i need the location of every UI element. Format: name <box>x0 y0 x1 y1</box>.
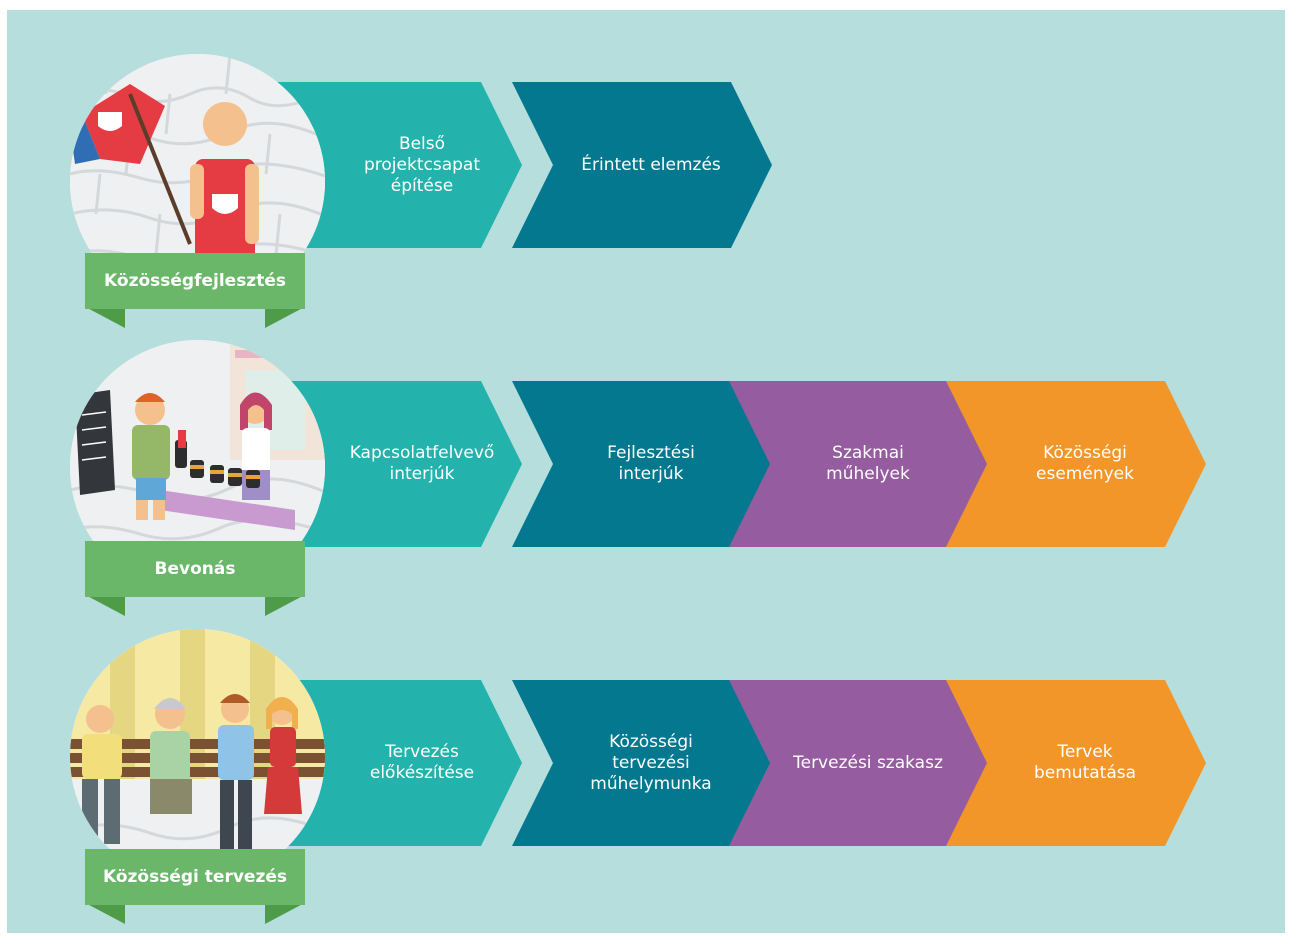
step-label: Közösségi események <box>1036 443 1134 484</box>
step-chevron: Tervek bemutatása <box>946 680 1206 846</box>
step-chevron: Fejlesztési interjúk <box>512 381 772 547</box>
step-label: Fejlesztési interjúk <box>607 443 695 484</box>
group-of-people-illustration <box>70 629 325 884</box>
ribbon-main: Közösségi tervezés <box>85 849 305 905</box>
process-diagram: Belső projektcsapat építése Érintett ele… <box>7 10 1285 933</box>
step-label: Tervek bemutatása <box>1033 742 1137 783</box>
step-chevron: Érintett elemzés <box>512 82 772 248</box>
step-chevron: Közösségi események <box>946 381 1206 547</box>
ribbon-label: Bevonás <box>154 559 236 579</box>
step-chevron: Közösségi tervezési műhelymunka <box>512 680 772 846</box>
ribbon-main: Közösségfejlesztés <box>85 253 305 309</box>
step-label: Tervezés előkészítése <box>369 742 475 783</box>
step-chevron: Tervezési szakasz <box>729 680 989 846</box>
row-bevonas: Kapcsolatfelvevő interjúk Fejlesztési in… <box>7 319 1285 619</box>
step-label: Érintett elemzés <box>581 154 721 175</box>
step-label: Belső projektcsapat építése <box>364 133 480 196</box>
step-label: Közösségi tervezési műhelymunka <box>590 731 712 794</box>
row-kozossegfejlesztes: Belső projektcsapat építése Érintett ele… <box>7 20 1285 328</box>
ribbon-label: Közösségfejlesztés <box>104 271 286 291</box>
step-label: Tervezési szakasz <box>793 752 943 773</box>
step-chevron: Szakmai műhelyek <box>729 381 989 547</box>
ribbon-main: Bevonás <box>85 541 305 597</box>
ribbon-banner: Közösségfejlesztés <box>85 253 305 328</box>
row-kozossegi-tervezes: Tervezés előkészítése Közösségi tervezés… <box>7 618 1285 924</box>
ribbon-banner: Bevonás <box>85 541 305 616</box>
ribbon-label: Közösségi tervezés <box>102 867 287 887</box>
ribbon-banner: Közösségi tervezés <box>85 849 305 924</box>
step-label: Kapcsolatfelvevő interjúk <box>349 443 495 484</box>
illustration-circle <box>70 629 325 884</box>
step-label: Szakmai műhelyek <box>826 443 910 484</box>
